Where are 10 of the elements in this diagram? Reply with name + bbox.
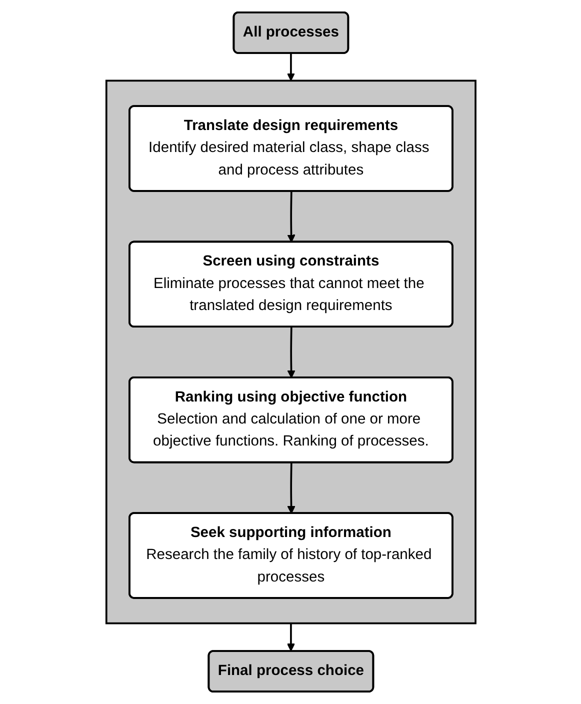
box-heading: Ranking using objective function	[174, 389, 407, 406]
box-heading: Seek supporting information	[190, 525, 391, 541]
box-heading: Final process choice	[217, 663, 364, 679]
box-text: Identify desired material class, shape class and process attributes	[148, 140, 430, 178]
box-text: Selection and calculation of one or more objective functions. Ranking of processes.	[152, 412, 428, 450]
box-heading: Translate design requirements	[183, 118, 398, 134]
box-text: Research the family of history of top-ranked processes	[146, 547, 432, 585]
box-text: Eliminate processes that cannot meet the translated design requirements	[153, 276, 425, 314]
box-heading: Screen using constraints	[202, 254, 379, 270]
box-heading: All processes	[242, 24, 339, 40]
